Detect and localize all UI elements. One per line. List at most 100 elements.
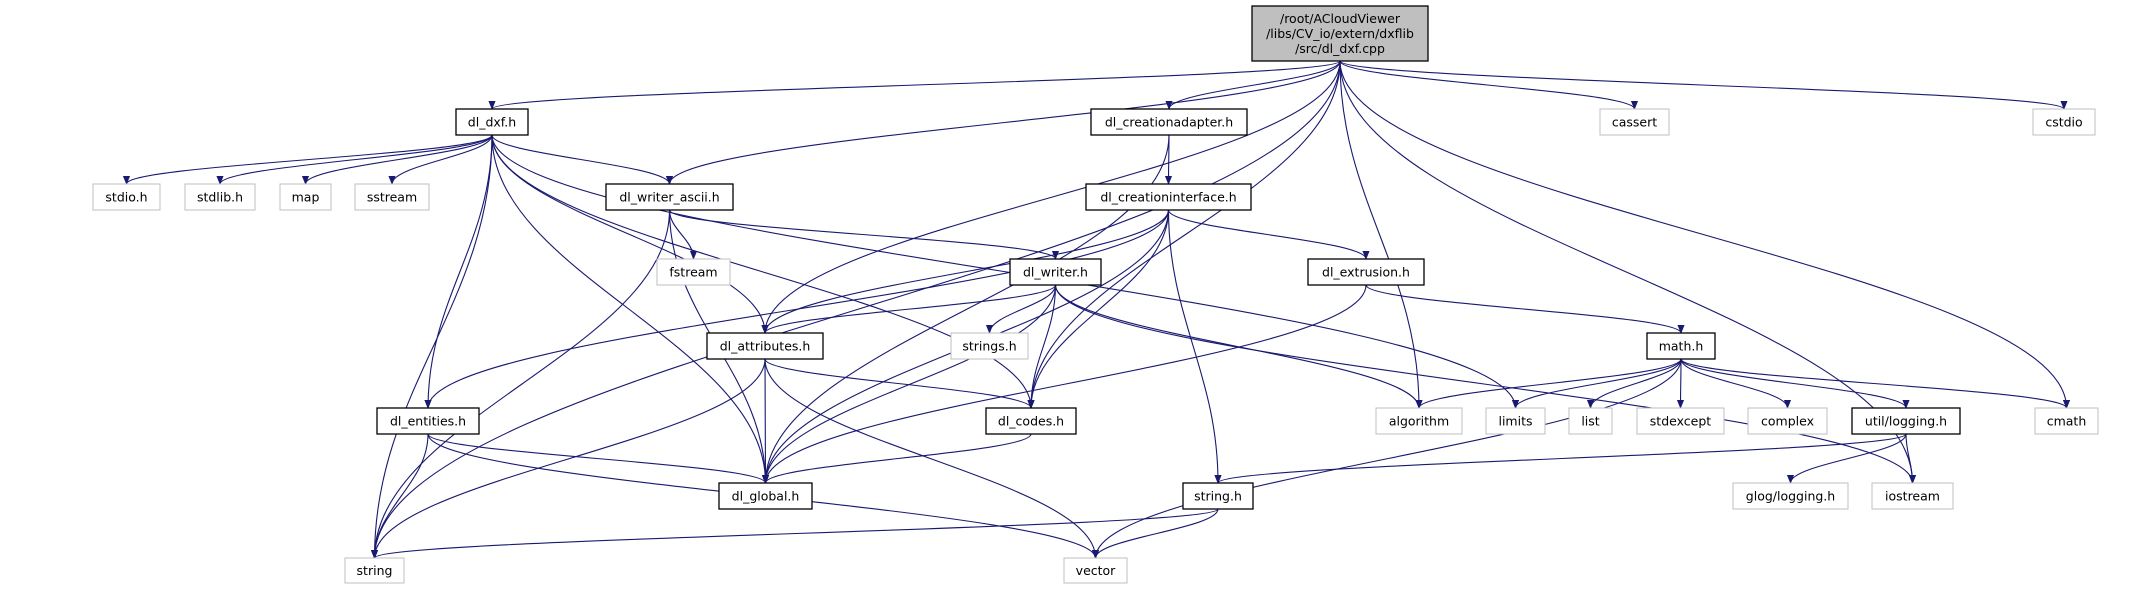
edge-dl_dxf-to-dl_entities [424,134,493,409]
node-box [1182,482,1254,510]
node-complex: complex [1747,407,1828,435]
edge-dl_writer-to-dl_codes [1027,284,1057,409]
edge-dl_dxf-to-sstream [388,134,493,185]
node-box [1251,5,1429,62]
node-label: dl_codes.h [998,414,1064,429]
node-label: cstdio [2045,115,2082,130]
node-dl_codes[interactable]: dl_codes.h [985,407,1077,435]
edge-dl_attributes-to-dl_codes [764,358,1035,409]
edge-dl_entities-to-string [370,433,429,559]
edge-dl_writer-to-algorithm [1054,284,1423,409]
edge-math-to-list [1586,358,1682,409]
node-cstdio: cstdio [2032,108,2096,136]
node-label: dl_entities.h [390,414,466,429]
edge-dl_writer_ascii-to-fstream [668,209,698,260]
node-limits: limits [1485,407,1546,435]
node-label: stdexcept [1650,414,1711,429]
edge-root-to-dl_dxf [488,60,1341,110]
node-util_logging[interactable]: util/logging.h [1851,407,1961,435]
node-box [1732,482,1849,510]
node-math[interactable]: math.h [1646,332,1716,360]
edge-root-to-dl_writer_ascii [666,60,1341,185]
node-label: complex [1761,414,1814,429]
edge-dl_dxf-to-dl_attributes [491,134,769,334]
node-dl_creationinterface[interactable]: dl_creationinterface.h [1085,183,1252,211]
node-box [1063,557,1128,584]
edge-dl_creationinterface-to-dl_codes [1027,209,1170,409]
edge-dl_dxf-to-dl_writer_ascii [491,134,674,185]
edge-dl_dxf-to-stdio [123,134,493,185]
edge-dl_creationadapter-to-dl_creationinterface [1164,134,1173,185]
node-string_h[interactable]: string.h [1182,482,1254,510]
node-iostream: iostream [1871,482,1954,510]
node-label: stdlib.h [197,190,243,205]
edge-dl_creationinterface-to-dl_attributes [761,209,1170,334]
node-label: sstream [367,190,417,205]
node-box [184,183,256,211]
edge-dl_creationinterface-to-dl_extrusion [1167,209,1370,260]
edge-dl_writer-to-iostream [1054,284,1917,484]
node-stdexcept: stdexcept [1636,407,1725,435]
node-label: strings.h [962,339,1016,354]
node-fstream: fstream [656,258,731,286]
node-sstream: sstream [354,183,430,211]
node-dl_dxf[interactable]: dl_dxf.h [455,108,529,136]
node-box [985,407,1077,435]
node-dl_global[interactable]: dl_global.h [718,482,813,510]
node-stdio: stdio.h [92,183,161,211]
node-stdlib: stdlib.h [184,183,256,211]
edge-util_logging-to-string_h [1214,433,1907,484]
node-dl_writer[interactable]: dl_writer.h [1009,258,1102,286]
node-label: cmath [2047,414,2087,429]
node-root[interactable]: /root/ACloudViewer/libs/CV_io/extern/dxf… [1251,5,1429,62]
node-box [1871,482,1954,510]
node-label: dl_extrusion.h [1322,265,1410,280]
node-box [1485,407,1546,435]
node-box [1009,258,1102,286]
edge-math-to-algorithm [1415,358,1682,409]
edge-dl_attributes-to-vector [764,358,1100,559]
node-label: limits [1498,414,1532,429]
node-label: math.h [1659,339,1704,354]
edge-string_h-to-string [371,508,1219,559]
edge-dl_creationinterface-to-string_h [1167,209,1222,484]
node-label: string.h [1194,489,1242,504]
node-label: string [357,563,393,578]
node-box [2034,407,2099,435]
edge-root-to-dl_attributes [761,60,1341,334]
edge-dl_attributes-to-string [370,358,766,559]
edge-dl_writer_ascii-to-string [370,209,671,559]
edge-math-to-stdexcept [1676,358,1685,409]
node-label: dl_writer.h [1023,265,1088,280]
edge-root-to-algorithm [1339,60,1423,409]
node-label: glog/logging.h [1746,489,1835,504]
node-dl_creationadapter[interactable]: dl_creationadapter.h [1090,108,1248,136]
edge-dl_dxf-to-stdlib [216,134,493,185]
edge-dl_dxf-to-limits [491,134,1520,409]
edge-math-to-cmath [1680,358,2070,409]
node-list: list [1568,407,1613,435]
node-label: iostream [1885,489,1940,504]
node-box [279,183,332,211]
node-cmath: cmath [2034,407,2099,435]
edge-root-to-dl_codes [1027,60,1341,409]
node-box [1568,407,1613,435]
node-box [605,183,734,211]
node-box [950,332,1029,360]
node-dl_entities[interactable]: dl_entities.h [376,407,480,435]
edge-dl_entities-to-dl_global [427,433,769,484]
edge-dl_codes-to-dl_global [762,433,1032,484]
edge-dl_dxf-to-map [301,134,493,185]
node-dl_extrusion[interactable]: dl_extrusion.h [1307,258,1425,286]
edge-dl_writer-to-dl_attributes [761,284,1057,334]
edge-math-to-vector [1091,358,1682,559]
node-dl_writer_ascii[interactable]: dl_writer_ascii.h [605,183,734,211]
edge-root-to-cstdio [1339,60,2068,110]
node-dl_attributes[interactable]: dl_attributes.h [706,332,824,360]
node-box [455,108,529,136]
node-box [2032,108,2096,136]
node-box [1090,108,1248,136]
node-box [354,183,430,211]
node-map: map [279,183,332,211]
